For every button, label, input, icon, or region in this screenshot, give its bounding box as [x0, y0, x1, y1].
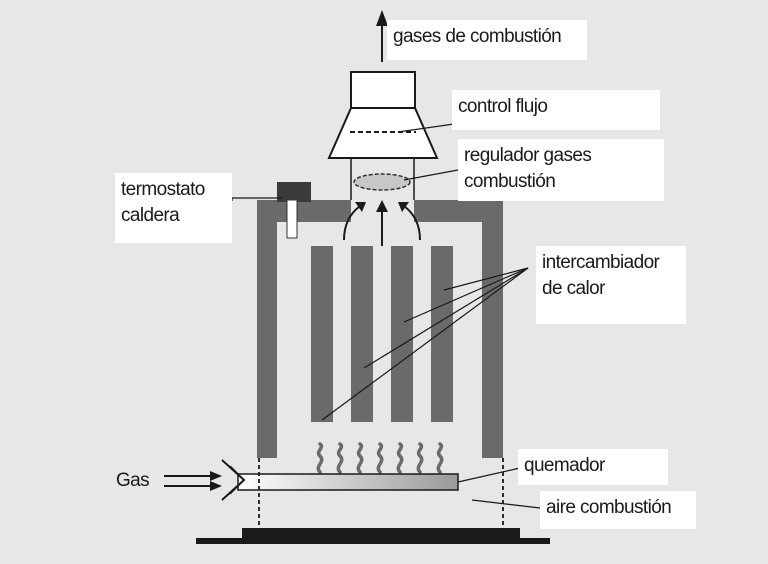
label-intercambiador: intercambiador de calor: [536, 246, 686, 324]
burner: [221, 459, 459, 501]
exchanger-bar: [351, 246, 373, 422]
heat-exchanger: [311, 246, 453, 422]
thermostat: [277, 182, 311, 239]
label-regulador: regulador gases combustión: [458, 139, 664, 201]
label-regulador-line2: combustión: [464, 171, 556, 192]
label-intercambiador-line2: de calor: [542, 278, 605, 299]
label-quemador: quemador: [518, 449, 668, 485]
exchanger-bar: [391, 246, 413, 422]
flow-control-hood: [327, 71, 439, 200]
label-gases-combustion-text: gases de combustión: [393, 26, 562, 47]
exchanger-bar: [431, 246, 453, 422]
label-termostato-line1: termostato: [121, 179, 205, 200]
label-control-flujo-text: control flujo: [458, 96, 548, 117]
boiler-base: [196, 528, 550, 544]
air-intake-lines: [258, 458, 504, 528]
label-intercambiador-line1: intercambiador: [542, 252, 660, 273]
exhaust-arrow: [376, 10, 388, 62]
label-aire-combustion: aire combustión: [540, 491, 696, 529]
burner-flames: [316, 442, 444, 474]
gas-inlet-arrows: [164, 471, 222, 491]
label-regulador-line1: regulador gases: [464, 145, 592, 166]
exchanger-bar: [311, 246, 333, 422]
label-quemador-text: quemador: [524, 455, 605, 476]
leader-lines: [231, 123, 541, 509]
label-gas: Gas: [116, 470, 150, 491]
gas-regulator: [353, 173, 411, 191]
label-control-flujo: control flujo: [452, 90, 660, 130]
label-aire-combustion-text: aire combustión: [546, 497, 672, 518]
label-termostato-line2: caldera: [121, 205, 180, 226]
hot-gas-arrows: [343, 200, 421, 246]
label-gases-combustion: gases de combustión: [387, 20, 587, 60]
boiler-housing: [257, 200, 503, 458]
label-termostato: termostato caldera: [115, 173, 232, 243]
